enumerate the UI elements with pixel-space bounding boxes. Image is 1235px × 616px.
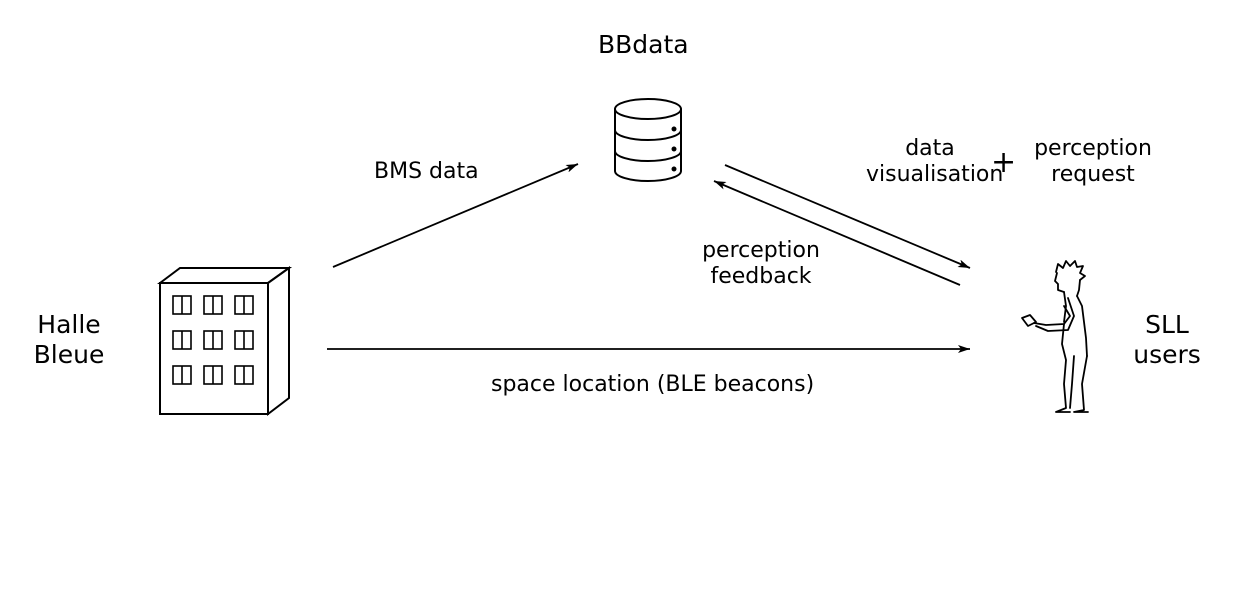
halle-bleue-line1: Halle	[37, 310, 101, 339]
perception-request-line1: perception	[1034, 136, 1152, 161]
data-visualisation-line1: data	[905, 136, 955, 161]
data-visualisation-arrow	[724, 164, 971, 269]
bms-data-arrow	[332, 163, 579, 268]
perception-feedback-label: perception feedback	[693, 238, 829, 291]
perception-request-line2: request	[1051, 162, 1135, 188]
database-icon	[614, 98, 682, 182]
plus-sign: +	[991, 145, 1017, 180]
data-visualisation-line2: visualisation	[866, 162, 1004, 188]
halle-bleue-line2: Bleue	[33, 340, 105, 369]
bbdata-label: BBdata	[598, 30, 689, 59]
perception-feedback-line2: feedback	[710, 264, 812, 290]
person-icon	[1021, 260, 1089, 413]
sll-users-line2: users	[1133, 340, 1201, 369]
perception-request-label: perception request	[1025, 136, 1161, 189]
sll-users-label: SLL users	[1124, 310, 1210, 370]
halle-bleue-label: Halle Bleue	[22, 310, 116, 370]
perception-feedback-arrow	[713, 180, 961, 286]
sll-users-line1: SLL	[1145, 310, 1189, 339]
building-icon	[157, 266, 293, 417]
perception-feedback-line1: perception	[702, 238, 820, 263]
bms-data-label: BMS data	[374, 159, 479, 184]
data-visualisation-label: data visualisation	[866, 136, 1004, 189]
space-location-label: space location (BLE beacons)	[491, 372, 815, 397]
